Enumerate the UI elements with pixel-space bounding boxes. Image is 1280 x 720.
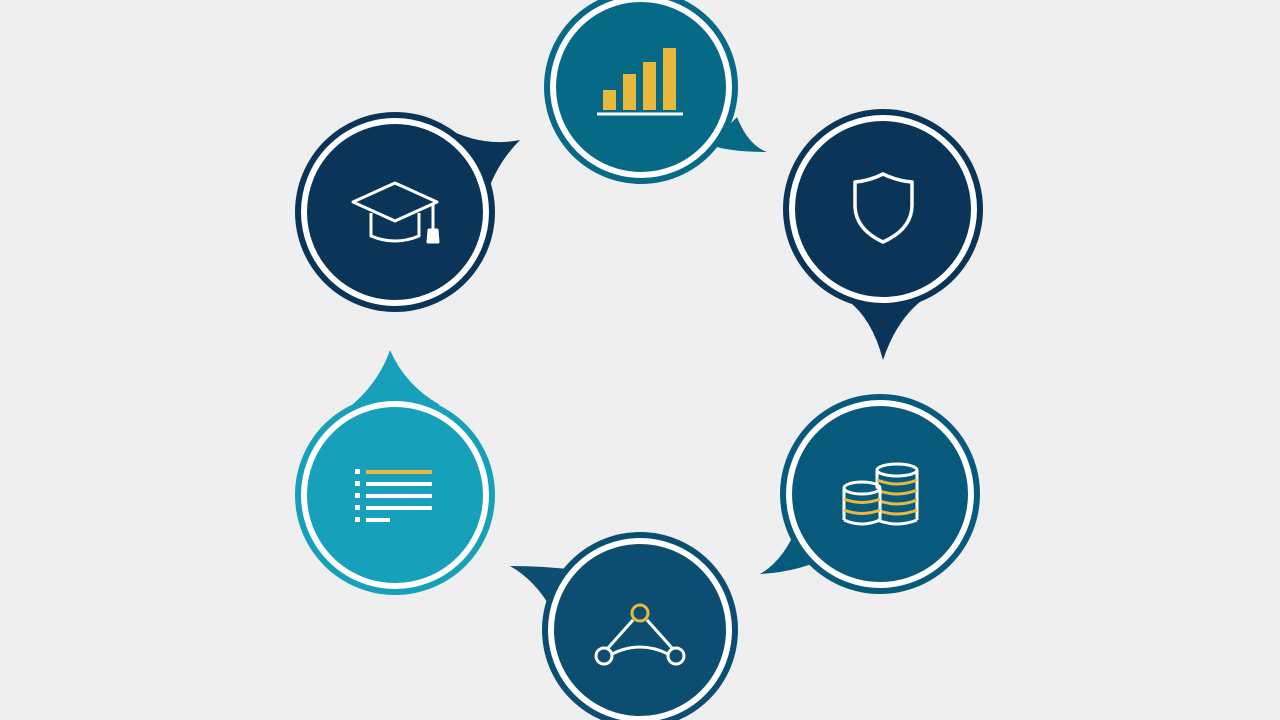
node-chart-bubble bbox=[544, 0, 738, 184]
shield-icon bbox=[853, 172, 914, 244]
node-shield-ring bbox=[789, 115, 977, 303]
node-chart-ring bbox=[550, 0, 732, 178]
node-education-bubble bbox=[295, 112, 495, 312]
node-list-bubble bbox=[346, 350, 440, 410]
node-shield-bubble bbox=[783, 109, 983, 309]
node-education-ring bbox=[301, 118, 489, 306]
node-chart-bubble bbox=[710, 117, 767, 152]
node-coins bbox=[760, 394, 980, 594]
node-network-ring bbox=[548, 538, 732, 720]
node-network bbox=[510, 532, 738, 720]
node-shield bbox=[783, 109, 983, 360]
node-network-bubble bbox=[542, 532, 738, 720]
graduation-cap-icon bbox=[351, 181, 440, 244]
node-chart bbox=[544, 0, 767, 184]
network-icon bbox=[594, 603, 686, 666]
coins-icon bbox=[842, 462, 919, 526]
node-coins-ring bbox=[786, 400, 974, 588]
node-shield-bubble bbox=[847, 298, 925, 360]
node-education bbox=[295, 112, 520, 312]
node-list bbox=[295, 350, 495, 595]
list-icon bbox=[355, 469, 432, 522]
bar-chart-icon bbox=[597, 48, 683, 116]
node-list-ring bbox=[301, 401, 489, 589]
